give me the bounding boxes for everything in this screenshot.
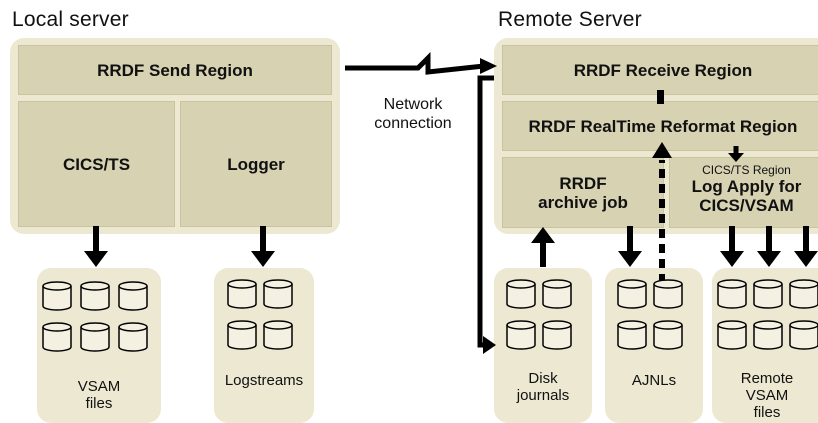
dashed-arrow-ajnls-to-reformat <box>652 142 672 298</box>
arrow-logger-to-logstreams <box>251 226 275 267</box>
vsam-files-cylinders <box>42 281 148 352</box>
arrow-cics-to-vsam <box>84 226 108 267</box>
rrdf-receive-region: RRDF Receive Region <box>502 45 818 95</box>
remote-server-title: Remote Server <box>498 8 642 31</box>
arrow-archive-to-ajnls <box>618 226 642 267</box>
logger-label: Logger <box>227 154 285 174</box>
rrdf-send-region: RRDF Send Region <box>18 45 332 95</box>
arrow-disk-journals-to-archive <box>531 227 555 267</box>
logstreams-label: Logstreams <box>224 372 304 389</box>
receive-to-reformat-connector <box>657 90 664 104</box>
arrow-reformat-to-log-apply <box>728 146 744 162</box>
local-server-title: Local server <box>12 8 129 31</box>
cics-ts-box: CICS/TS <box>18 101 175 227</box>
ajnls-label: AJNLs <box>631 372 677 389</box>
rrdf-realtime-reformat-region-label: RRDF RealTime Reformat Region <box>528 116 798 136</box>
disk-journals-cylinders <box>506 279 572 350</box>
rrdf-receive-region-label: RRDF Receive Region <box>573 60 753 80</box>
network-connection-arrow <box>345 51 497 75</box>
rrdf-send-region-label: RRDF Send Region <box>97 60 253 80</box>
ajnls-cylinders <box>617 279 683 350</box>
remote-vsam-cylinders <box>717 279 818 350</box>
log-apply-box: CICS/TS Region Log Apply for CICS/VSAM <box>669 157 818 228</box>
cics-ts-label: CICS/TS <box>62 154 131 174</box>
log-apply-label: CICS/TS Region Log Apply for CICS/VSAM <box>691 163 802 216</box>
logstreams-cylinders <box>227 279 293 350</box>
arrow-receive-to-disk-journals <box>477 75 496 354</box>
arrows-log-apply-to-remote-vsam <box>720 226 818 267</box>
logger-box: Logger <box>180 101 332 227</box>
